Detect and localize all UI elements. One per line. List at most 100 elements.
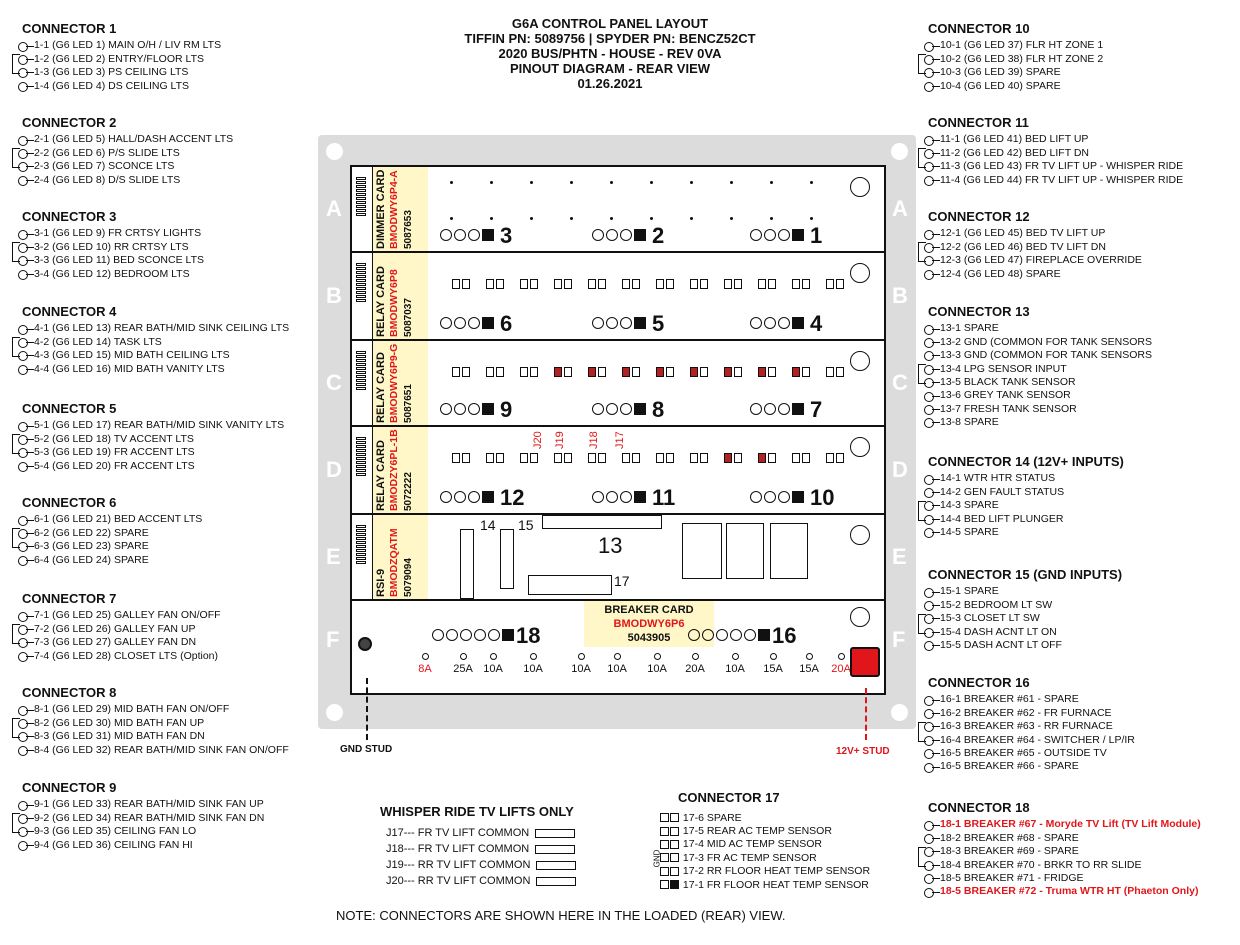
plug-icon [12,148,20,169]
connector-pin-row: 9-1 (G6 LED 33) REAR BATH/MID SINK FAN U… [14,798,264,811]
relay [690,279,698,289]
connector-pin-row: 3-3 (G6 LED 11) BED SCONCE LTS [14,254,204,267]
pin-icon [920,363,940,376]
12v-stud-icon [850,647,880,677]
pin-label: 8-1 (G6 LED 29) MID BATH FAN ON/OFF [34,703,230,716]
pin-label: 6-2 (G6 LED 22) SPARE [34,526,149,539]
connector-pin-row: 14-2 GEN FAULT STATUS [920,486,1124,499]
relay [792,453,800,463]
relay [666,453,674,463]
pin-label: 14-2 GEN FAULT STATUS [940,485,1065,498]
pin-icon [14,323,34,336]
connector-pin-row: 13-8 SPARE [920,416,1152,429]
breaker [460,653,467,660]
pin-icon [920,761,940,774]
relay [700,279,708,289]
led-dot [770,181,773,184]
relay [598,279,606,289]
pin-label: 2-3 (G6 LED 7) SCONCE LTS [34,160,175,173]
row-letter: E [892,544,907,569]
whisper-ride-legend: WHISPER RIDE TV LIFTS ONLY J17--- FR TV … [380,804,577,889]
led-dot [530,181,533,184]
led-dot [650,217,653,220]
pin-icon [14,66,34,79]
mount-circle [850,525,870,545]
pin-icon [920,416,940,429]
connector-pin-row: 1-2 (G6 LED 2) ENTRY/FLOOR LTS [14,53,221,66]
connector-number: 14 [480,517,496,533]
connector-number: 9 [500,397,513,422]
c17-row: 17-4 MID AC TEMP SENSOR [682,838,822,851]
relay [768,453,776,463]
pin-label: 11-3 (G6 LED 43) FR TV LIFT UP - WHISPER… [940,160,1184,173]
connector-number: 15 [518,517,534,533]
breaker-rating: 8A [418,663,432,675]
whisper-row: J19--- RR TV LIFT COMMON [386,859,531,871]
pin-icon [14,744,34,757]
connector-pin-row: 6-4 (G6 LED 24) SPARE [14,554,202,567]
pin-label: 15-1 SPARE [940,585,999,598]
pin-label: 13-3 GND (COMMON FOR TANK SENSORS [940,349,1152,362]
relay [758,367,766,377]
pin-icon [920,134,940,147]
relay [530,367,538,377]
component-outline [542,515,662,529]
led-dot [450,217,453,220]
connector-pin-row: 18-4 BREAKER #70 - BRKR TO RR SLIDE [920,859,1201,872]
jumper-label: J17 [614,431,626,449]
pin-label: 3-1 (G6 LED 9) FR CRTSY LIGHTS [34,227,202,240]
relay [598,453,606,463]
connector-number: 16 [772,623,797,648]
connector-pin-row: 16-4 BREAKER #64 - SWITCHER / LP/IR [920,734,1135,747]
breaker-rating: 15A [763,663,783,675]
pin-icon [14,704,34,717]
c17-row: 17-3 FR AC TEMP SENSOR [682,851,817,864]
row-letter: C [326,370,342,395]
pin-icon [14,433,34,446]
connector-number: 4 [810,311,823,336]
connector-number: 17 [614,573,630,589]
led-dot [490,181,493,184]
card-pn: 5043905 [627,632,671,644]
relay [462,367,470,377]
connector-number: 8 [652,397,665,422]
breaker [692,653,699,660]
connector-title: CONNECTOR 9 [22,780,117,795]
connector-pin-row: 1-3 (G6 LED 3) PS CEILING LTS [14,66,221,79]
breaker [770,653,777,660]
relay [836,279,844,289]
relay [734,453,742,463]
pin-icon [14,228,34,241]
plug-icon [918,54,926,75]
relay [520,367,528,377]
breaker [732,653,739,660]
pin-label: 14-4 BED LIFT PLUNGER [940,512,1064,525]
connector-pin-row: 2-4 (G6 LED 8) D/S SLIDE LTS [14,174,233,187]
row-letter: B [892,283,908,308]
card-connector [440,403,494,415]
c17-row: 17-6 SPARE [682,811,742,824]
pin-label: 14-3 SPARE [940,499,999,512]
pin-label: 11-2 (G6 LED 42) BED LIFT DN [940,146,1089,159]
plug-icon [918,148,926,169]
connector-pin-row: 5-1 (G6 LED 17) REAR BATH/MID SINK VANIT… [14,419,284,432]
relay [622,453,630,463]
relay [564,453,572,463]
pin-label: 7-2 (G6 LED 26) GALLEY FAN UP [34,622,196,635]
connector-pin-row: 18-5 BREAKER #71 - FRIDGE [920,872,1201,885]
pin-label: 18-5 BREAKER #71 - FRIDGE [940,871,1084,884]
pin-icon [920,66,940,79]
relay [496,367,504,377]
pin-label: 8-2 (G6 LED 30) MID BATH FAN UP [34,716,205,729]
relay [792,279,800,289]
pin-label: 16-5 BREAKER #66 - SPARE [940,760,1079,773]
pin-label: 6-4 (G6 LED 24) SPARE [34,553,149,566]
relay [700,453,708,463]
connector-number: 12 [500,485,525,510]
